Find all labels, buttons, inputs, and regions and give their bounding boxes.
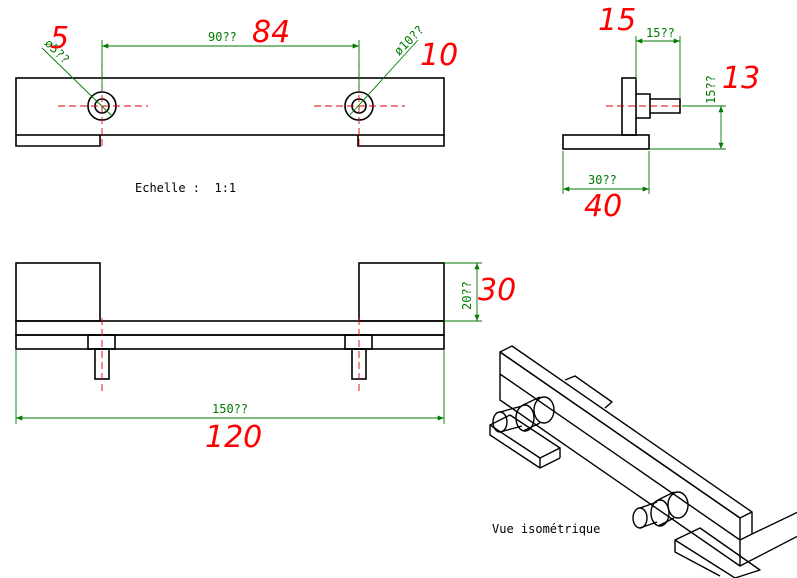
front-dimensions <box>15 262 482 424</box>
front-base <box>15 334 445 350</box>
annotation-40: 40 <box>584 189 622 224</box>
front-right-block <box>358 262 445 322</box>
annotation-15: 15 <box>598 3 636 38</box>
scale-label: Echelle : 1:1 <box>135 181 236 195</box>
iso-right-foot <box>674 527 761 578</box>
iso-right-peg-head <box>667 491 689 519</box>
side-height-label: 15?? <box>704 75 718 104</box>
annotations: 5 84 10 15 13 40 30 120 <box>50 3 760 455</box>
top-span-dimension <box>41 39 419 117</box>
top-view-centerlines <box>58 62 405 150</box>
iso-right-peg-shaft <box>632 507 648 529</box>
annotation-84: 84 <box>252 15 290 50</box>
iso-left-peg-head <box>533 396 555 424</box>
front-width-label: 150?? <box>212 402 248 416</box>
annotation-30: 30 <box>478 273 516 308</box>
front-centerlines <box>101 318 360 392</box>
side-wall <box>621 77 637 136</box>
annotation-10: 10 <box>420 38 458 73</box>
front-height-label: 20?? <box>460 281 474 310</box>
isometric-view <box>489 345 797 578</box>
annotation-5: 5 <box>50 21 69 56</box>
top-view-left-foot <box>15 135 101 147</box>
iso-plate-face <box>499 351 741 541</box>
front-plate <box>15 320 445 336</box>
top-span-label: 90?? <box>208 30 237 44</box>
annotation-120: 120 <box>205 420 262 455</box>
side-peg-length-label: 15?? <box>646 26 675 40</box>
top-view <box>15 77 445 147</box>
side-base-label: 30?? <box>588 173 617 187</box>
side-base <box>562 134 650 150</box>
isometric-view-label: Vue isométrique <box>492 522 600 536</box>
annotation-13: 13 <box>722 61 760 96</box>
front-right-peg-head <box>344 334 373 350</box>
top-view-right-foot <box>357 135 445 147</box>
side-peg-shaft <box>650 98 681 114</box>
top-view-outline <box>15 77 445 136</box>
front-left-block <box>15 262 101 322</box>
side-view <box>562 77 681 150</box>
iso-plate-top <box>499 345 753 519</box>
iso-left-peg-shaft <box>492 411 508 433</box>
front-left-peg-head <box>87 334 116 350</box>
side-dimensions <box>562 36 726 194</box>
front-view <box>15 262 445 380</box>
